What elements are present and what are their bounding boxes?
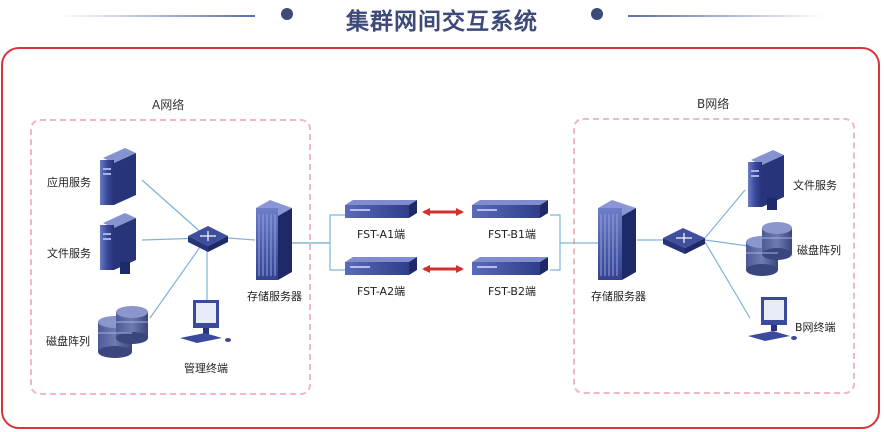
title-decor-dot-left — [281, 8, 293, 20]
file-server-b-label: 文件服务 — [793, 179, 837, 192]
network-b-label: B网络 — [697, 97, 730, 111]
storage-server-b-label: 存储服务器 — [591, 290, 646, 303]
disk-array-icon — [98, 306, 148, 358]
switch-b-icon — [663, 228, 705, 254]
network-a-zone — [30, 119, 311, 395]
storage-server-a-label: 存储服务器 — [247, 290, 302, 303]
storage-server-a-icon — [256, 200, 292, 280]
file-server-b-icon — [748, 150, 784, 210]
title-decor-dot-right — [591, 8, 603, 20]
title-decor-line-left — [60, 15, 255, 17]
fst-a2-label: FST-A2端 — [357, 285, 406, 298]
fst-b1-label: FST-B1端 — [488, 228, 536, 241]
b-terminal-label: B网终端 — [795, 321, 836, 334]
page-title: 集群网间交互系统 — [0, 0, 884, 36]
title-text: 集群网间交互系统 — [346, 9, 538, 35]
fst-a1-device-icon — [345, 200, 417, 218]
system-frame — [1, 47, 880, 429]
network-b-links — [550, 189, 751, 319]
mgmt-terminal-icon — [180, 300, 231, 343]
fst-b1-device-icon — [472, 200, 548, 218]
fst-a1-label: FST-A1端 — [357, 228, 406, 241]
switch-a-icon — [188, 226, 228, 252]
title-decor-line-right — [628, 15, 824, 17]
network-a-links — [141, 179, 345, 319]
fst-b2-label: FST-B2端 — [488, 285, 536, 298]
app-server-label: 应用服务 — [47, 176, 91, 189]
network-a-label: A网络 — [152, 98, 185, 112]
fst-a2-device-icon — [345, 257, 417, 275]
file-server-label: 文件服务 — [47, 247, 91, 260]
app-server-icon — [100, 148, 136, 205]
disk-array-b-label: 磁盘阵列 — [797, 244, 841, 257]
storage-server-b-icon — [598, 200, 636, 280]
b-terminal-icon — [748, 297, 797, 341]
disk-array-b-icon — [746, 222, 792, 276]
network-b-zone — [573, 118, 855, 394]
file-server-icon — [100, 213, 136, 274]
mgmt-terminal-label: 管理终端 — [184, 362, 228, 375]
fst-b2-device-icon — [472, 257, 548, 275]
disk-array-label: 磁盘阵列 — [46, 335, 90, 348]
